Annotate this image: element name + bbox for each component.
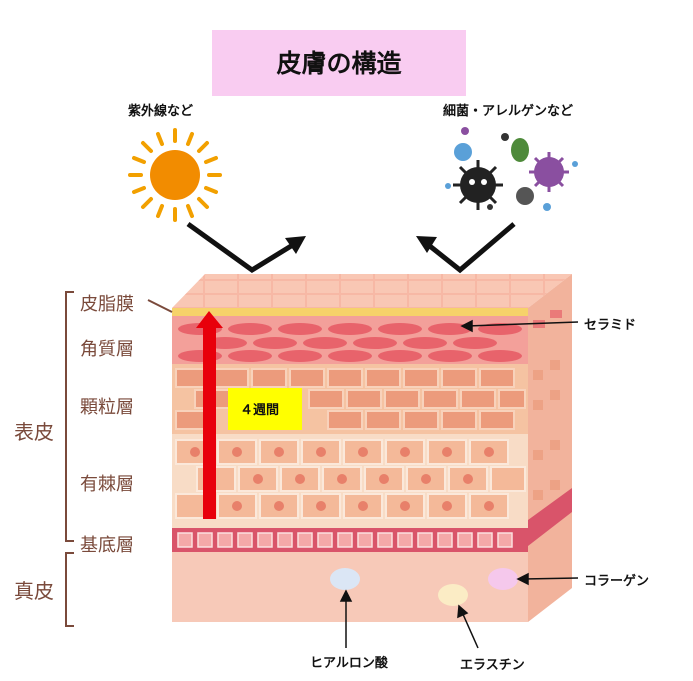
basal-layer-label: 基底層 <box>80 535 134 556</box>
hyaluronic-blob <box>330 568 360 590</box>
turnover-period-label: ４週間 <box>240 403 280 418</box>
spinous-layer-label: 有棘層 <box>80 474 134 495</box>
title-banner: 皮膚の構造 <box>212 30 466 96</box>
turnover-period-box: ４週間 <box>228 388 302 430</box>
sun-icon <box>128 128 222 222</box>
sebum-layer <box>172 308 528 316</box>
sebum-layer-label: 皮脂膜 <box>80 294 134 315</box>
collagen-blob <box>488 568 518 590</box>
corneum-layer-label: 角質層 <box>80 339 134 360</box>
elastin-label: エラスチン <box>460 658 525 673</box>
hyaluronic-label: ヒアルロン酸 <box>310 656 388 671</box>
dermis-label: 真皮 <box>14 579 54 603</box>
germs-icon <box>445 127 578 211</box>
deflect-arrow-right <box>416 222 516 274</box>
uv-label: 紫外線など <box>128 104 194 119</box>
deflect-arrow-left <box>186 221 306 274</box>
collagen-label: コラーゲン <box>584 574 650 589</box>
turnover-arrow <box>196 311 223 519</box>
epidermis-label: 表皮 <box>14 420 54 444</box>
skin-top-surface <box>172 274 572 308</box>
germs-label: 細菌・アレルゲンなど <box>443 104 574 119</box>
granular-layer-label: 顆粒層 <box>80 397 134 418</box>
page-title: 皮膚の構造 <box>276 49 402 78</box>
ceramide-label: セラミド <box>584 318 637 333</box>
elastin-blob <box>438 584 468 606</box>
